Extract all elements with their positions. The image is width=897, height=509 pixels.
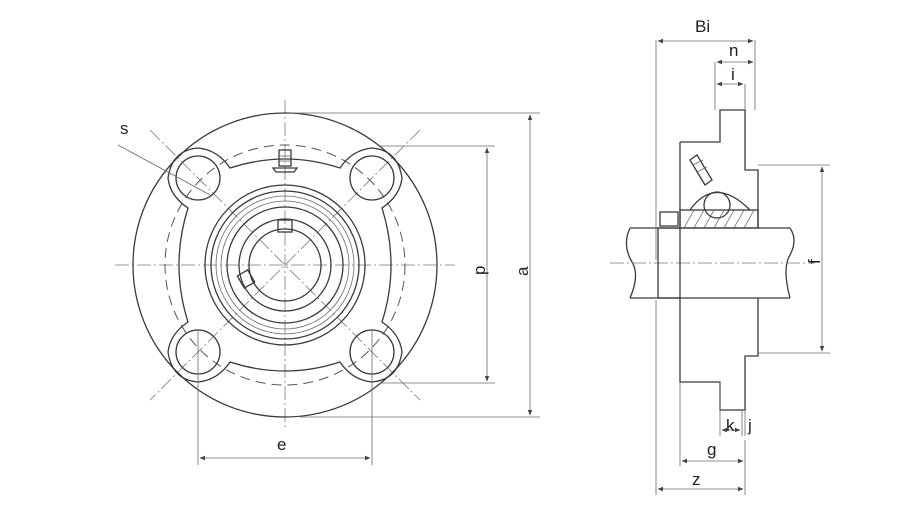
dim-e-label: e [277,435,286,454]
flange-outer-circle [132,112,438,418]
bearing-inner-ring-outer [226,206,344,324]
spigot [657,227,681,299]
dim-p-label: p [470,266,489,275]
dim-f-label: f [805,259,824,264]
dim-j-label: j [747,416,752,435]
side-view: Bi n i f k j g z [610,17,830,495]
diagonal-center-line-2 [149,129,421,401]
housing-side-outline [679,109,759,411]
grease-nipple-front [271,149,299,173]
dim-k-label: k [726,416,735,435]
housing-bore-circle [204,184,366,346]
grease-nipple-side [689,154,713,186]
front-view: a p e s [115,100,540,465]
bearing-seal-ring-1 [215,195,355,335]
set-screw-side [659,211,679,227]
bolt-hole-top-right [349,155,395,201]
ball [703,191,731,219]
shaft-bore-circle [248,228,322,302]
diagonal-center-line-1 [149,129,421,401]
dim-i-label: i [731,65,735,84]
bolt-hole-top-left [175,155,221,201]
dim-n-label: n [729,41,738,60]
bearing-seal-ring-2 [220,200,350,330]
dim-s-label: s [120,119,129,138]
bearing-inner-ring [238,218,332,312]
dim-a-label: a [513,266,532,276]
dim-bi-label: Bi [695,17,710,36]
dim-s-leader [117,144,213,197]
set-screw-top [277,219,293,233]
bearing-section [659,191,759,229]
housing-body-outline [167,147,403,383]
dim-g-label: g [707,440,716,459]
dim-z-label: z [692,470,701,489]
bearing-outer-ring [210,190,360,340]
spigot-hidden-circle [164,144,406,386]
set-screw-lower-left [236,269,256,289]
